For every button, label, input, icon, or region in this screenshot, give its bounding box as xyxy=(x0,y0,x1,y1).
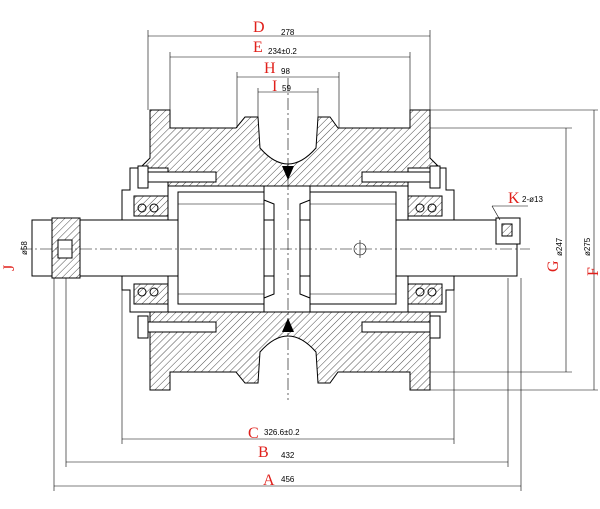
dim-f-value: ø275 xyxy=(583,237,592,256)
dim-j-letter: J xyxy=(1,265,18,271)
bolt-bottom-left xyxy=(145,321,217,333)
seal-top-right xyxy=(407,195,443,217)
left-bushing xyxy=(177,191,265,305)
seal-bottom-right xyxy=(407,283,443,305)
dim-e-value: 234±0.2 xyxy=(268,47,297,56)
dim-a-value: 456 xyxy=(281,475,295,484)
dim-a-letter: A xyxy=(263,472,275,489)
dim-b-value: 432 xyxy=(281,451,295,460)
bolt-top-left xyxy=(145,171,217,183)
dim-c-letter: C xyxy=(248,425,259,442)
dim-d-letter: D xyxy=(253,19,265,36)
dim-h-value: 98 xyxy=(281,67,290,76)
bolt-bottom-right xyxy=(361,321,433,333)
dim-i-value: 59 xyxy=(282,84,291,93)
dim-k-value: 2-ø13 xyxy=(522,195,543,204)
dim-j-value: ø58 xyxy=(20,241,29,255)
dim-e-letter: E xyxy=(253,39,263,56)
dim-f-letter: F xyxy=(585,267,600,276)
dim-d-value: 278 xyxy=(281,28,295,37)
dim-b-letter: B xyxy=(258,444,269,461)
seal-bottom-left xyxy=(133,283,169,305)
dim-c-value: 326.6±0.2 xyxy=(264,428,300,437)
dim-g-letter: G xyxy=(545,260,562,272)
bolt-top-right xyxy=(361,171,433,183)
dim-i-letter: I xyxy=(272,78,277,95)
seal-top-left xyxy=(133,195,169,217)
dim-g-value: ø247 xyxy=(555,237,564,256)
dim-h-letter: H xyxy=(264,60,276,77)
right-bushing xyxy=(309,191,397,305)
shaft-right-key xyxy=(501,223,513,237)
dim-k-letter: K xyxy=(508,190,520,207)
